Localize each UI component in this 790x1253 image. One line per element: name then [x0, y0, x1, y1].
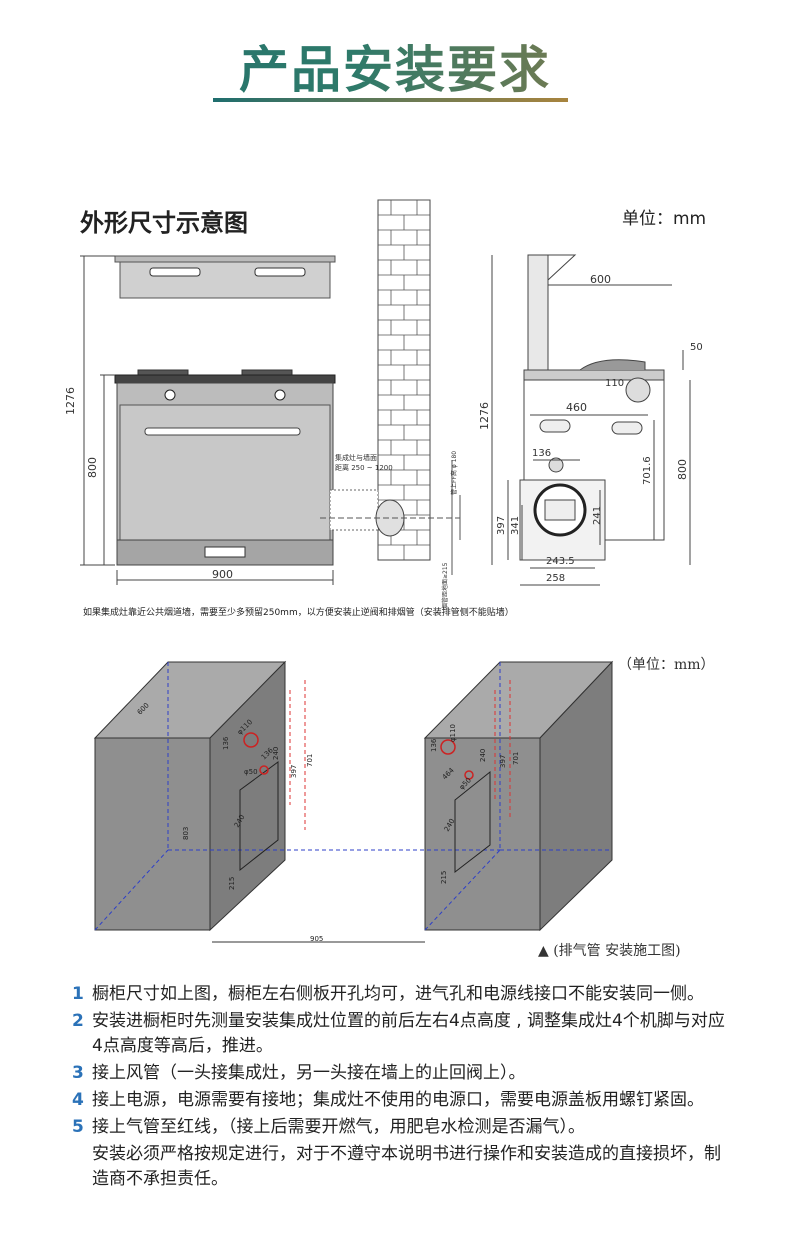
dim-701a: 701: [306, 754, 314, 767]
side-d243: 243.5: [546, 556, 575, 567]
dim-397b: 397: [499, 755, 507, 768]
dim-136a: 136: [222, 736, 230, 750]
dim-905: 905: [310, 935, 323, 943]
dim-phi110b: φ110: [449, 724, 457, 742]
page-title: 产品安装要求: [0, 30, 790, 102]
side-d397: 397: [496, 516, 507, 535]
side-d241: 241: [592, 506, 603, 525]
dim-397a: 397: [290, 765, 298, 778]
side-depth: 600: [590, 273, 611, 286]
dim-803: 803: [182, 827, 190, 840]
side-height-total: 1276: [478, 402, 491, 430]
dim-240c: 240: [479, 749, 487, 762]
wall-distance-label-1: 集成灶与墙面: [335, 453, 377, 462]
side-height-body: 800: [676, 459, 689, 480]
dim-215b: 215: [440, 871, 448, 884]
front-height-total: 1276: [64, 387, 77, 415]
instruction-item: 安装必须严格按规定进行，对于不遵守本说明书进行操作和安装造成的直接损坏，制造商不…: [92, 1144, 721, 1189]
pipe-label: 管上FF高 φ 180: [450, 451, 458, 495]
side-d258: 258: [546, 573, 565, 584]
title-underline: [213, 98, 568, 102]
dim-136c: 136: [430, 738, 438, 752]
side-d460: 460: [566, 401, 587, 414]
unit-label: 单位：mm: [622, 209, 707, 229]
installation-note: 如果集成灶靠近公共烟道墙，需要至少多预留250mm，以方便安装止逆阀和排烟管（安…: [83, 608, 514, 618]
wall-bottom-label: 排烟管距地面≥215: [441, 562, 449, 610]
diagram-caption: ▲ (排气管 安装施工图): [538, 943, 681, 959]
dim-phi50a: φ50: [244, 768, 258, 776]
unit-label-2: （单位：mm）: [618, 657, 715, 673]
front-view: [80, 255, 336, 585]
dim-240a: 240: [272, 747, 280, 760]
dim-701b: 701: [512, 752, 520, 765]
side-d341: 341: [510, 516, 521, 535]
dimension-diagram: 1276 800 900 集成灶与墙面 距离 250 ~ 1200 管上FF高 …: [64, 199, 703, 610]
dimension-diagram-heading: 外形尺寸示意图: [80, 209, 248, 237]
wall-section: [320, 199, 461, 575]
cabinet-diagram: 600 803 905 136 φ110 136 240 φ50 397 701…: [93, 660, 614, 943]
side-d50: 50: [690, 342, 703, 353]
side-d701: 701.6: [642, 456, 653, 485]
wall-distance-label-2: 距离 250 ~ 1200: [335, 463, 393, 472]
front-height-body: 800: [86, 457, 99, 478]
front-width: 900: [212, 568, 233, 581]
side-d136: 136: [532, 448, 551, 459]
side-d110: 110: [605, 378, 624, 389]
dim-215a: 215: [228, 877, 236, 890]
side-view: [491, 254, 691, 586]
